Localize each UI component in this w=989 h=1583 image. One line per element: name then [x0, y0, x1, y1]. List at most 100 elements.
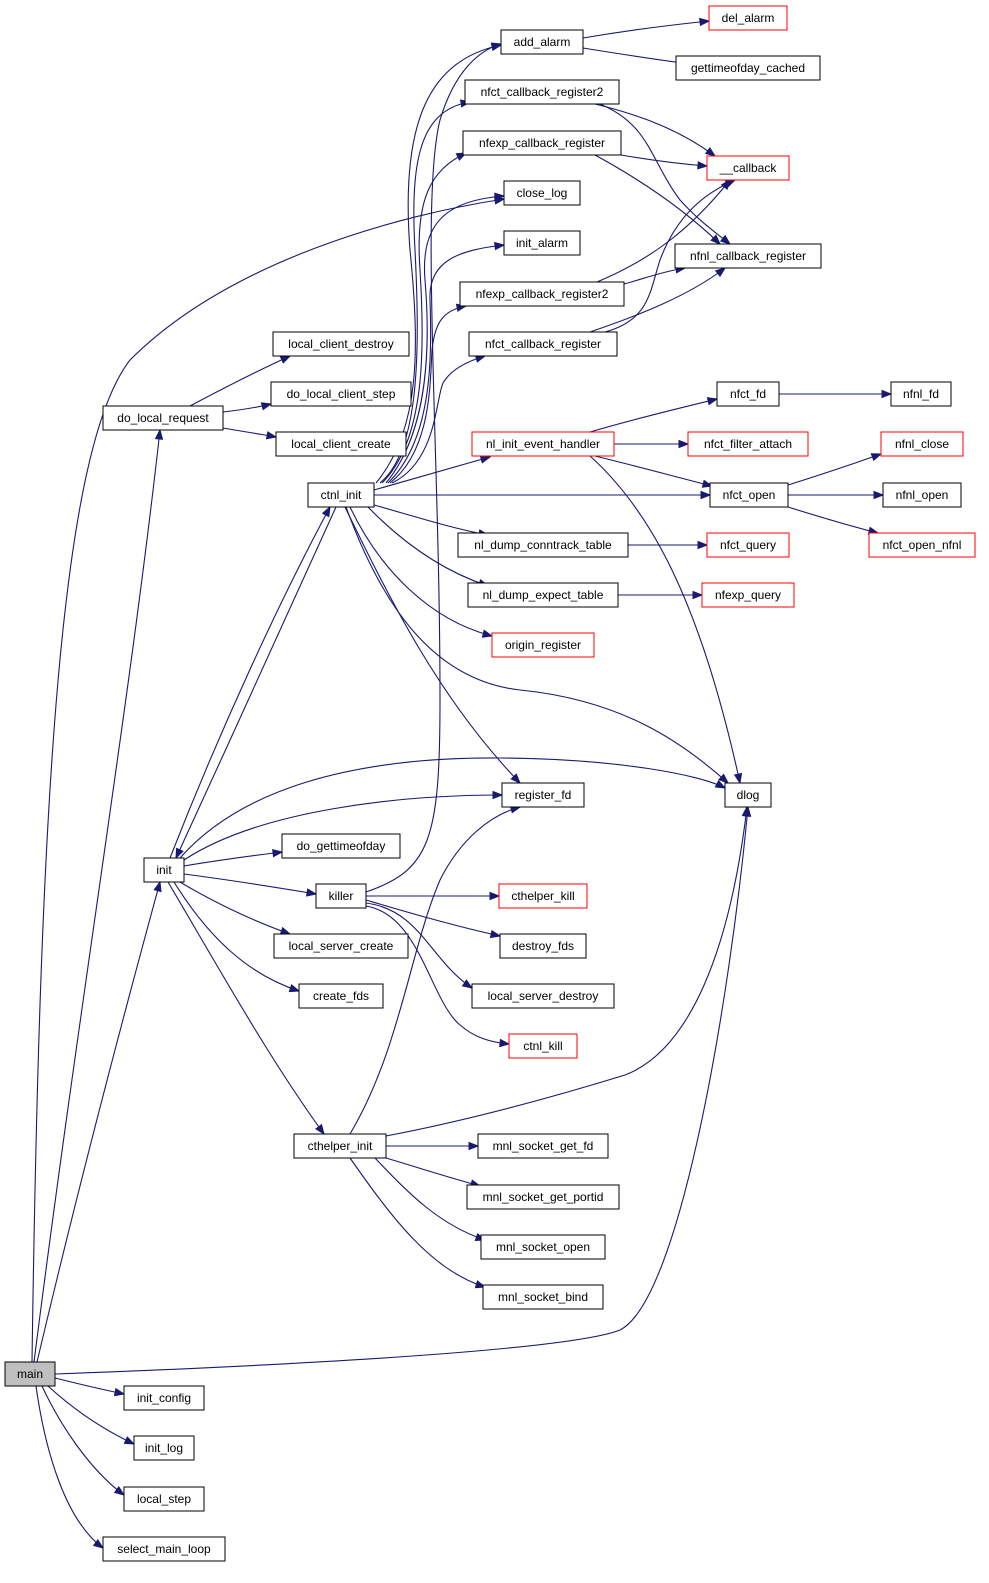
- node-do_gettimeofday[interactable]: do_gettimeofday: [281, 833, 401, 859]
- edge-cthelper_init-to-mnl_socket_get_portid: [385, 1157, 482, 1188]
- edge-nl_init_event_handler-to-dlog: [589, 455, 743, 785]
- node-label-nfct_callback_register: nfct_callback_register: [485, 337, 601, 351]
- edge-ctnl_init-to-add_alarm: [375, 42, 503, 484]
- edge-nfct_callback_register2-to-nfnl_callback_register: [599, 103, 732, 245]
- node-local_step[interactable]: local_step: [123, 1486, 205, 1512]
- edge-nfexp_callback_register-to-callback: [620, 154, 709, 170]
- node-nfnl_close[interactable]: nfnl_close: [880, 431, 964, 457]
- node-origin_register[interactable]: origin_register: [491, 632, 595, 658]
- edge-cthelper_init-to-mnl_socket_bind: [349, 1157, 487, 1289]
- node-gettimeofday_cached[interactable]: gettimeofday_cached: [675, 55, 821, 81]
- node-init_config[interactable]: init_config: [123, 1385, 205, 1411]
- edge-ctnl_init-to-nfct_open: [374, 490, 712, 500]
- node-select_main_loop[interactable]: select_main_loop: [102, 1536, 226, 1562]
- node-label-ctnl_init: ctnl_init: [321, 488, 362, 502]
- edge-init-to-ctnl_init: [169, 505, 331, 859]
- node-nl_init_event_handler[interactable]: nl_init_event_handler: [471, 431, 615, 457]
- node-label-do_local_request: do_local_request: [117, 411, 209, 425]
- edge-main-to-select_main_loop: [35, 1385, 105, 1549]
- edge-nfexp_callback_register-to-nfnl_callback_register: [594, 154, 721, 245]
- node-label-local_server_destroy: local_server_destroy: [488, 989, 599, 1003]
- node-ctnl_init[interactable]: ctnl_init: [307, 482, 375, 508]
- edge-nl_init_event_handler-to-nfct_filter_attach: [614, 439, 690, 449]
- edge-main-to-init_config: [54, 1377, 126, 1397]
- node-nfct_filter_attach[interactable]: nfct_filter_attach: [687, 431, 809, 457]
- node-label-nfnl_callback_register: nfnl_callback_register: [690, 249, 806, 263]
- edge-main-to-init_log: [47, 1385, 136, 1445]
- node-label-mnl_socket_get_fd: mnl_socket_get_fd: [493, 1139, 594, 1153]
- node-destroy_fds[interactable]: destroy_fds: [499, 933, 587, 959]
- edge-nl_dump_expect_table-to-nfexp_query: [618, 590, 704, 600]
- node-nfnl_callback_register[interactable]: nfnl_callback_register: [674, 243, 822, 269]
- edge-ctnl_init-to-origin_register: [349, 506, 494, 638]
- node-do_local_client_step[interactable]: do_local_client_step: [270, 381, 412, 407]
- node-local_client_create[interactable]: local_client_create: [275, 431, 407, 457]
- node-label-killer: killer: [329, 889, 354, 903]
- node-cthelper_init[interactable]: cthelper_init: [293, 1133, 387, 1159]
- node-label-nl_dump_conntrack_table: nl_dump_conntrack_table: [474, 538, 612, 552]
- node-cthelper_kill[interactable]: cthelper_kill: [498, 883, 588, 909]
- node-register_fd[interactable]: register_fd: [501, 782, 585, 808]
- node-add_alarm[interactable]: add_alarm: [500, 29, 584, 55]
- edge-nfct_callback_register-to-nfnl_callback_register: [589, 267, 727, 333]
- node-label-mnl_socket_bind: mnl_socket_bind: [498, 1290, 588, 1304]
- node-create_fds[interactable]: create_fds: [298, 983, 384, 1009]
- node-main[interactable]: main: [4, 1361, 56, 1387]
- node-nfct_query[interactable]: nfct_query: [706, 532, 790, 558]
- node-label-create_fds: create_fds: [313, 989, 369, 1003]
- edge-main-to-do_local_request: [33, 428, 164, 1363]
- node-nfct_callback_register[interactable]: nfct_callback_register: [468, 331, 618, 357]
- node-nl_dump_expect_table[interactable]: nl_dump_expect_table: [467, 582, 619, 608]
- edge-init-to-register_fd: [183, 790, 504, 861]
- node-nfexp_callback_register2[interactable]: nfexp_callback_register2: [459, 281, 625, 307]
- node-label-local_server_create: local_server_create: [289, 939, 394, 953]
- edge-add_alarm-to-del_alarm: [582, 17, 711, 39]
- node-label-cthelper_kill: cthelper_kill: [511, 889, 574, 903]
- node-mnl_socket_bind[interactable]: mnl_socket_bind: [482, 1284, 604, 1310]
- edge-nfct_callback_register2-to-callback: [594, 103, 717, 157]
- node-dlog[interactable]: dlog: [724, 782, 772, 808]
- edge-do_local_request-to-do_local_client_step: [222, 402, 273, 413]
- node-local_server_destroy[interactable]: local_server_destroy: [471, 983, 615, 1009]
- node-init_log[interactable]: init_log: [133, 1435, 195, 1461]
- node-nfct_callback_register2[interactable]: nfct_callback_register2: [464, 79, 620, 105]
- node-nfct_open[interactable]: nfct_open: [709, 482, 789, 508]
- node-init[interactable]: init: [143, 857, 185, 883]
- edge-nl_init_event_handler-to-nfct_open: [594, 455, 714, 488]
- node-label-del_alarm: del_alarm: [722, 11, 775, 25]
- node-callback[interactable]: __callback: [706, 155, 790, 181]
- node-killer[interactable]: killer: [315, 883, 367, 909]
- node-label-nfct_fd: nfct_fd: [730, 387, 766, 401]
- node-label-do_local_client_step: do_local_client_step: [287, 387, 396, 401]
- node-nl_dump_conntrack_table[interactable]: nl_dump_conntrack_table: [457, 532, 629, 558]
- node-ctnl_kill[interactable]: ctnl_kill: [508, 1033, 578, 1059]
- edge-do_local_request-to-local_client_create: [222, 427, 278, 440]
- node-label-init_log: init_log: [145, 1441, 183, 1455]
- node-nfct_fd[interactable]: nfct_fd: [716, 381, 780, 407]
- node-local_server_create[interactable]: local_server_create: [273, 933, 409, 959]
- node-label-nfnl_fd: nfnl_fd: [903, 387, 939, 401]
- node-nfexp_query[interactable]: nfexp_query: [701, 582, 795, 608]
- node-do_local_request[interactable]: do_local_request: [102, 405, 224, 431]
- edge-add_alarm-to-gettimeofday_cached: [582, 47, 692, 67]
- node-local_client_destroy[interactable]: local_client_destroy: [272, 331, 410, 357]
- edge-ctnl_init-to-nl_dump_conntrack_table: [373, 504, 490, 538]
- node-close_log[interactable]: close_log: [503, 180, 581, 206]
- node-label-add_alarm: add_alarm: [514, 35, 571, 49]
- node-nfnl_fd[interactable]: nfnl_fd: [890, 381, 952, 407]
- node-label-nl_dump_expect_table: nl_dump_expect_table: [483, 588, 604, 602]
- node-nfnl_open[interactable]: nfnl_open: [882, 482, 962, 508]
- edge-ctnl_init-to-close_log: [385, 192, 506, 484]
- node-label-dlog: dlog: [737, 788, 760, 802]
- node-mnl_socket_get_portid[interactable]: mnl_socket_get_portid: [466, 1184, 620, 1210]
- node-nfct_open_nfnl[interactable]: nfct_open_nfnl: [868, 532, 976, 558]
- node-label-do_gettimeofday: do_gettimeofday: [297, 839, 386, 853]
- node-init_alarm[interactable]: init_alarm: [503, 230, 581, 256]
- node-del_alarm[interactable]: del_alarm: [708, 5, 788, 31]
- node-label-nfnl_close: nfnl_close: [895, 437, 949, 451]
- node-mnl_socket_get_fd[interactable]: mnl_socket_get_fd: [477, 1133, 609, 1159]
- node-nfexp_callback_register[interactable]: nfexp_callback_register: [462, 130, 622, 156]
- edge-killer-to-destroy_fds: [365, 899, 502, 939]
- node-mnl_socket_open[interactable]: mnl_socket_open: [480, 1234, 606, 1260]
- edge-nl_dump_conntrack_table-to-nfct_query: [628, 540, 709, 550]
